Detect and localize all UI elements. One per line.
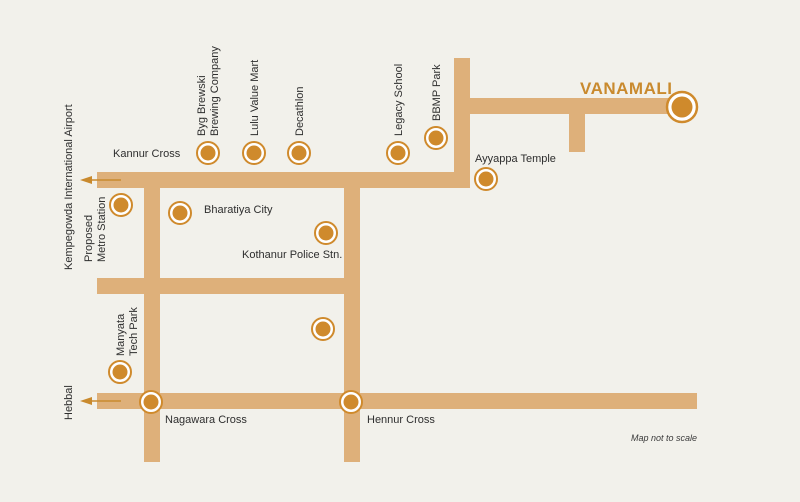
road-bbmp-vertical	[454, 58, 470, 188]
marker-icon-metro-station	[109, 193, 133, 217]
label-direction-airport: Kempegowda International Airport	[63, 104, 75, 270]
label-bbmp-park: BBMP Park	[431, 64, 443, 121]
road-nagawara-main	[97, 393, 697, 409]
markers	[108, 90, 699, 414]
marker-icon-bbmp-park	[424, 126, 448, 150]
label-bharatiya-city: Bharatiya City	[204, 204, 273, 216]
marker-icon-decathlon	[287, 141, 311, 165]
label-direction-hebbal: Hebbal	[63, 385, 75, 420]
label-byg-brewski-line1: Byg Brewski	[196, 75, 208, 136]
marker-icon-legacy-school	[386, 141, 410, 165]
marker-icon-manyata	[108, 360, 132, 384]
marker-icon-hennur-cross	[339, 390, 363, 414]
arrow-icon-hebbal	[80, 397, 121, 405]
marker-icon-nagawara-cross	[139, 390, 163, 414]
label-manyata-line1: Manyata	[115, 313, 127, 356]
marker-icon-unlabeled	[311, 317, 335, 341]
marker-icon-ayyappa-temple	[474, 167, 498, 191]
label-hennur-cross: Hennur Cross	[367, 414, 435, 426]
label-decathlon: Decathlon	[294, 86, 306, 136]
arrow-icon-airport	[80, 176, 121, 184]
label-nagawara-cross: Nagawara Cross	[165, 414, 247, 426]
scale-note: Map not to scale	[631, 433, 697, 443]
road-vanamali-horizontal	[454, 98, 682, 114]
marker-icon-lulu	[242, 141, 266, 165]
roads	[97, 58, 697, 462]
marker-icon-kothanur-police	[314, 221, 338, 245]
project-name: VANAMALI	[580, 79, 672, 98]
label-kothanur-police: Kothanur Police Stn.	[242, 249, 342, 261]
label-byg-brewski-line2: Brewing Company	[209, 46, 221, 136]
road-west-vertical	[144, 172, 160, 462]
road-vanamali-spur	[569, 98, 585, 152]
label-metro-line1: Proposed	[83, 215, 95, 262]
label-kannur-cross: Kannur Cross	[113, 148, 181, 160]
label-metro-line2: Metro Station	[96, 197, 108, 262]
label-manyata-line2: Tech Park	[128, 307, 140, 356]
road-hennur-vertical	[344, 172, 360, 462]
road-kannur-main	[97, 172, 469, 188]
label-legacy-school: Legacy School	[393, 64, 405, 136]
marker-icon-byg-brewski	[196, 141, 220, 165]
label-lulu: Lulu Value Mart	[249, 60, 261, 136]
label-ayyappa-temple: Ayyappa Temple	[475, 153, 556, 165]
road-middle-horizontal	[97, 278, 360, 294]
marker-icon-bharatiya-city	[168, 201, 192, 225]
marker-icon-vanamali	[665, 90, 699, 124]
